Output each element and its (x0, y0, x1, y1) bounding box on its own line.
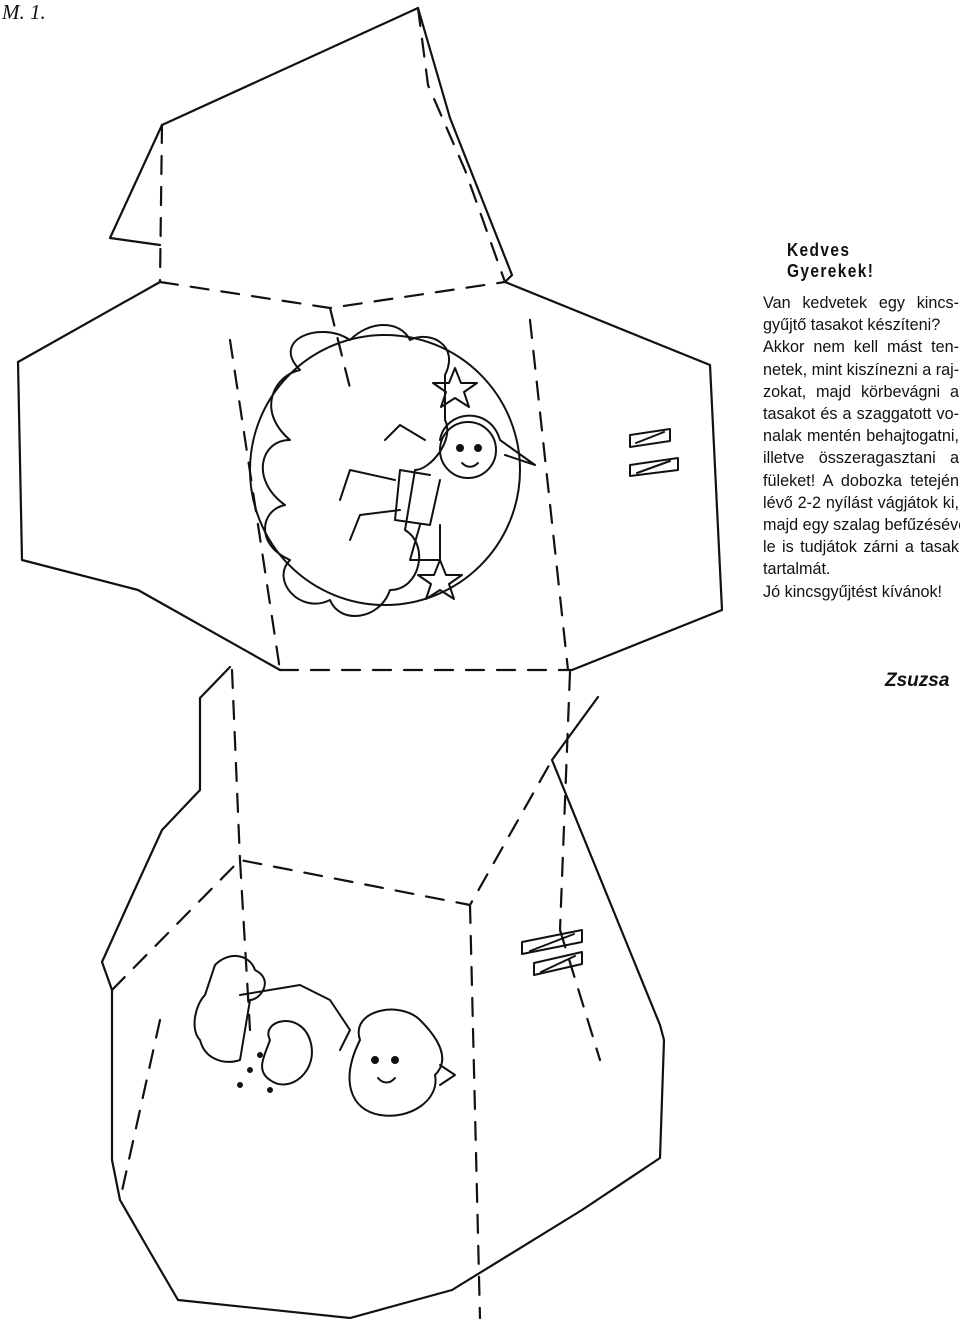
instruction-line: tartalmát. (763, 560, 831, 579)
closing-line: Jó kincsgyűjtést kívánok! (763, 582, 943, 601)
signature: Zsuzsa (885, 670, 950, 691)
instruction-line: füleket! A dobozka tetején (763, 471, 959, 490)
instruction-line: le is tudjátok zárni a tasak (763, 538, 959, 557)
instruction-line: nalak mentén behajtogatni, (763, 427, 959, 446)
instruction-line: Akkor nem kell mást ten- (763, 338, 959, 357)
children-illustration (193, 955, 456, 1117)
fold-lines (110, 6, 602, 1319)
instruction-line: Van kedvetek egy kincs- (763, 294, 959, 312)
instruction-line: tasakot és a szaggatott vo- (763, 405, 959, 424)
instruction-line: zokat, majd körbevágni a (763, 382, 959, 401)
page-number: M. 1. (2, 0, 46, 24)
greeting-heading: Kedves Gyerekek! (787, 240, 875, 281)
ribbon-slots (521, 428, 679, 976)
instruction-line: illetve összeragasztani a (763, 449, 959, 468)
instruction-line: lévő 2-2 nyílást vágjátok ki, (763, 493, 959, 512)
instruction-line: majd egy szalag befűzésével (763, 516, 960, 535)
instruction-line: netek, mint kiszínezni a raj- (763, 360, 960, 379)
cut-outline (16, 6, 724, 1319)
instructions-text: Van kedvetek egy kincs- gyűjtő tasakot k… (763, 292, 960, 603)
boy-on-cloud-illustration (249, 324, 536, 617)
instruction-line: gyűjtő tasakot készíteni? (763, 316, 941, 335)
